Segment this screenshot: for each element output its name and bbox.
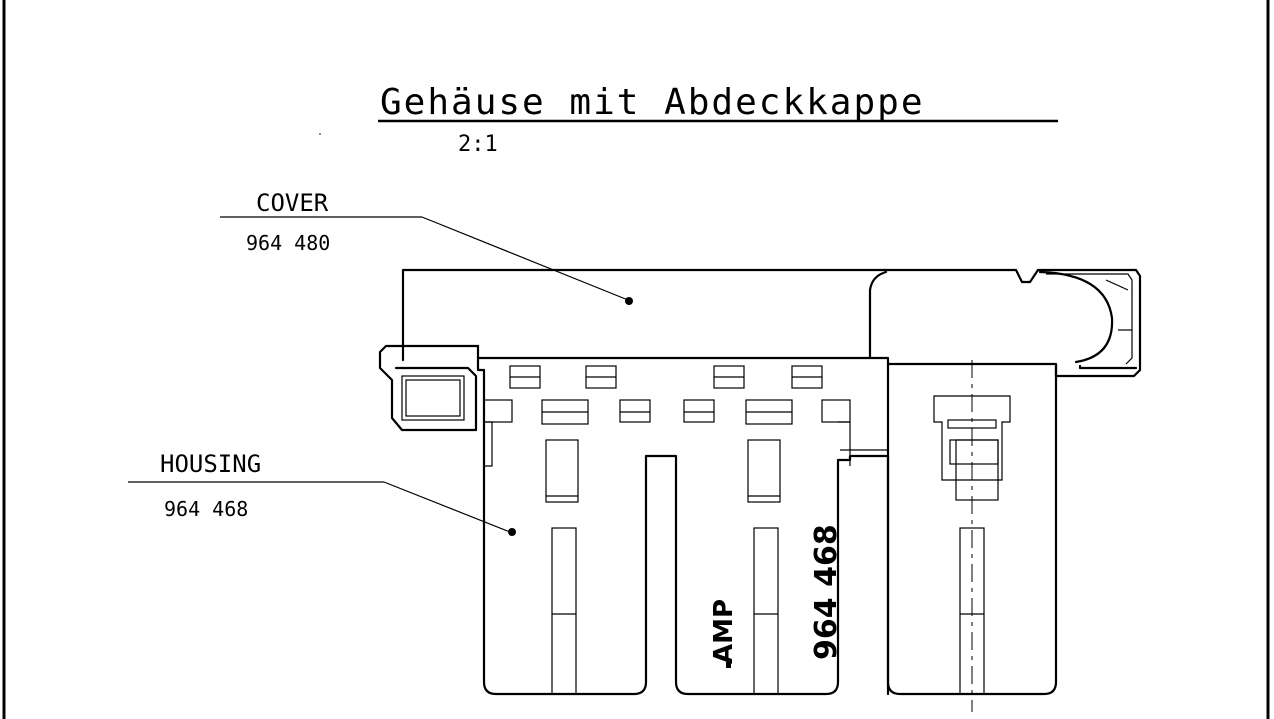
cover-part xyxy=(401,268,1142,378)
cover-label: COVER xyxy=(256,189,329,217)
housing-leader-line xyxy=(383,481,511,533)
engraved-marking: AMP 964 468 xyxy=(709,524,844,668)
engraved-brand: AMP xyxy=(709,599,739,664)
engraved-dot xyxy=(726,662,731,668)
cover-leader-dot xyxy=(625,297,633,305)
housing-part xyxy=(378,344,1058,712)
housing-leader-dot xyxy=(508,528,516,536)
cover-leader-line xyxy=(421,216,629,301)
scale-label: 2:1 xyxy=(458,132,498,157)
housing-part-number: 964 468 xyxy=(164,497,248,521)
drawing-title: Gehäuse mit Abdeckkappe xyxy=(380,82,925,123)
housing-label: HOUSING xyxy=(160,450,261,478)
stray-dot xyxy=(319,133,321,135)
cover-part-number: 964 480 xyxy=(246,231,330,255)
engraved-part-number: 964 468 xyxy=(809,524,844,660)
